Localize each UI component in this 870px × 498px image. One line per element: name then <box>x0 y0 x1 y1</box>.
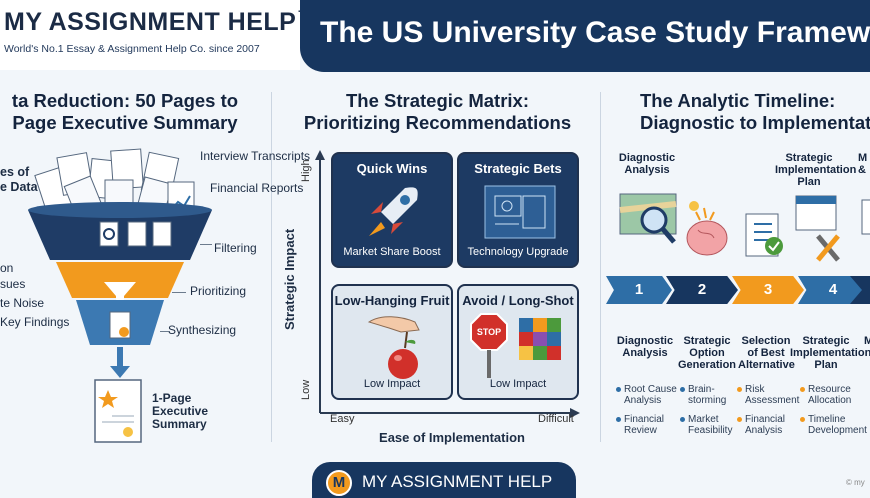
matrix-axes <box>315 150 580 418</box>
stage-prioritizing: Prioritizing <box>190 284 247 298</box>
quadrant-low-hanging-fruit: Low-Hanging Fruit Low Impact <box>331 284 453 400</box>
quadrant-title: Quick Wins <box>356 161 428 176</box>
quadrant-title: Avoid / Long-Shot <box>462 293 574 308</box>
step-arrow-1: 1 <box>606 276 672 304</box>
doc-label-interviews: Interview Transcripts <box>200 149 311 163</box>
y-high-label: High <box>300 159 312 182</box>
left-note: sues <box>0 277 26 291</box>
top-title-implementation: Strategic Implementation Plan <box>775 152 857 188</box>
apple-hand-icon <box>367 316 420 379</box>
map-magnifier-icon <box>619 193 677 244</box>
step-title-2: Strategic Option Generation <box>677 335 737 371</box>
output-label: 1-Page Executive Summary <box>152 391 209 431</box>
footer-brand: MY ASSIGNMENT HELP <box>362 472 553 491</box>
page-title: The US University Case Study Framew <box>320 16 870 49</box>
left-note: Key Findings <box>0 315 70 329</box>
brain-icon <box>686 201 728 256</box>
quadrant-subtitle: Low Impact <box>363 378 421 390</box>
bullet-item: Resource Allocation <box>800 384 870 406</box>
top-title-next: M & <box>858 152 868 176</box>
corner-credit: © my <box>846 478 865 487</box>
bullet-item: Market Feasibility <box>680 414 733 436</box>
brand-name: MY ASSIGNMENT HELPTM <box>4 8 317 37</box>
brand-tagline: World's No.1 Essay & Assignment Help Co.… <box>4 43 260 55</box>
y-low-label: Low <box>300 379 312 400</box>
leader-line <box>160 331 170 332</box>
summary-document-icon <box>94 379 142 443</box>
step-arrow-3: 3 <box>732 276 804 304</box>
matrix-heading: The Strategic Matrix: Prioritizing Recom… <box>303 90 572 133</box>
tools-calendar-icon <box>795 195 840 262</box>
funnel-graphic <box>28 148 212 443</box>
footer-bar: M MY ASSIGNMENT HELP <box>312 462 576 498</box>
bullet-item: Root Cause Analysis <box>616 384 677 406</box>
blueprint-icon <box>484 185 556 239</box>
funnel-input-label: es of e Data <box>0 165 38 194</box>
top-title-diagnostic: Diagnostic Analysis <box>618 152 676 176</box>
checklist-icon <box>745 213 783 257</box>
bullet-item: Financial Review <box>616 414 678 436</box>
stop-sign-text: STOP <box>476 327 502 337</box>
funnel-heading: ta Reduction: 50 Pages to Page Executive… <box>11 90 239 133</box>
step-arrow-2: 2 <box>666 276 738 304</box>
y-axis-title: Strategic Impact <box>282 228 297 330</box>
timeline-icons <box>619 193 870 262</box>
quadrant-subtitle: Technology Upgrade <box>467 246 569 258</box>
doc-label-financial: Financial Reports <box>210 181 304 195</box>
x-axis-title: Ease of Implementation <box>379 430 525 445</box>
quadrant-subtitle: Market Share Boost <box>343 246 441 258</box>
stage-filtering: Filtering <box>214 241 257 255</box>
step-title-4: Strategic Implementation Plan <box>790 335 870 371</box>
brand-block: MY ASSIGNMENT HELPTM World's No.1 Essay … <box>0 0 316 70</box>
stop-puzzle-icon <box>470 313 561 378</box>
quadrant-title: Strategic Bets <box>474 161 562 176</box>
step-title-5: M <box>864 335 870 347</box>
step-title-1: Diagnostic Analysis <box>616 335 674 359</box>
quadrant-strategic-bets: Strategic Bets Technology Upgrade <box>457 152 579 268</box>
column-divider <box>271 92 272 442</box>
x-easy-label: Easy <box>330 413 355 425</box>
bullet-item: Brain- storming <box>680 384 734 406</box>
leader-line <box>200 244 212 245</box>
funnel-middle-band <box>56 262 184 298</box>
quadrant-quick-wins: Quick Wins Market Share Boost <box>331 152 453 268</box>
title-banner: The US University Case Study Framew <box>300 0 870 72</box>
x-difficult-label: Difficult <box>538 413 574 425</box>
quadrant-avoid-long-shot: Avoid / Long-Shot STOP Low Impact <box>457 284 579 400</box>
bullet-item: Timeline Development <box>800 414 870 436</box>
bullet-item: Financial Analysis <box>737 414 797 436</box>
rocket-icon <box>369 187 418 236</box>
stage-synthesizing: Synthesizing <box>168 323 237 337</box>
next-step-icon <box>861 199 870 235</box>
leader-line <box>172 292 186 293</box>
step-title-3: Selection of Best Alternative <box>738 335 795 371</box>
column-divider <box>600 92 601 442</box>
quadrant-title: Low-Hanging Fruit <box>334 293 450 308</box>
left-note: te Noise <box>0 296 45 310</box>
footer-logo: M <box>326 470 352 496</box>
timeline-heading: The Analytic Timeline: Diagnostic to Imp… <box>640 90 870 133</box>
bullet-item: Risk Assessment <box>737 384 800 406</box>
quadrant-subtitle: Low Impact <box>489 378 547 390</box>
left-note: on <box>0 261 14 275</box>
